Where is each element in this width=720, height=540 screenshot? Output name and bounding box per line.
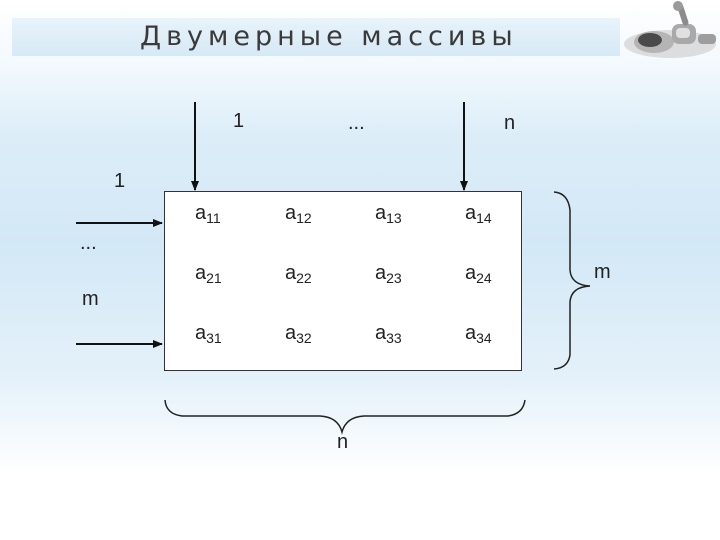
slide-title: Двумерные массивы xyxy=(140,21,518,52)
matrix-cell-1-1: a11 xyxy=(195,202,221,226)
title-bar xyxy=(12,18,620,56)
robot-logo-icon xyxy=(624,1,716,58)
column-label-first: 1 xyxy=(233,110,245,132)
matrix-cell-3-2: a32 xyxy=(285,322,312,346)
column-label-last: n xyxy=(504,112,516,134)
column-label-middle: ... xyxy=(348,112,365,134)
rows-brace xyxy=(553,191,591,370)
matrix-cell-3-3: a33 xyxy=(375,322,402,346)
matrix-cell-1-2: a12 xyxy=(285,202,312,226)
matrix-cell-2-4: a24 xyxy=(465,262,492,286)
matrix-cell-3-1: a31 xyxy=(195,322,222,346)
matrix-cell-2-3: a23 xyxy=(375,262,402,286)
columns-brace-label: n xyxy=(337,431,349,453)
row-label-first: 1 xyxy=(114,170,126,192)
columns-brace xyxy=(164,399,526,435)
row-label-last: m xyxy=(82,288,99,310)
matrix-cell-1-4: a14 xyxy=(465,202,492,226)
matrix-cell-2-2: a22 xyxy=(285,262,312,286)
matrix-cell-3-4: a34 xyxy=(465,322,492,346)
row-label-middle: ... xyxy=(80,232,97,254)
rows-brace-label: m xyxy=(594,261,611,283)
matrix-grid: a11 a12 a13 a14 a21 a22 a23 a24 a31 a32 … xyxy=(164,191,522,371)
matrix-cell-1-3: a13 xyxy=(375,202,402,226)
matrix-cell-2-1: a21 xyxy=(195,262,222,286)
